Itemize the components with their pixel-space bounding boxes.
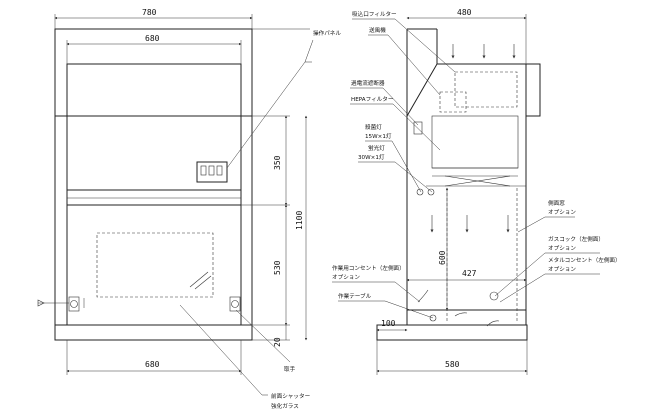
callout-intake-filter: 吸込口フィルター: [352, 10, 397, 18]
callout-fluorescent-lamp: 蛍光灯: [368, 144, 385, 152]
callout-metal-outlet-option: オプション: [548, 266, 576, 273]
glass-reflection-1: [189, 271, 209, 288]
callout-side-window-option: オプション: [548, 209, 576, 216]
side-base: [376, 324, 528, 341]
front-work-opening: [66, 204, 242, 326]
left-side-marker-icon: [37, 299, 45, 307]
breaker-icon: [413, 121, 423, 135]
control-panel-switch-1: [200, 165, 207, 176]
dim-overall-width: 780: [142, 8, 157, 17]
right-handle-icon: [229, 296, 241, 312]
callout-germicidal-lamp: 殺菌灯: [365, 123, 382, 131]
faucet-icon-3: [486, 320, 500, 327]
callout-metal-outlet: メタルコンセント（左側面）: [548, 256, 621, 264]
intake-filter-shape: [454, 71, 518, 108]
dim-height-lower: 530: [273, 260, 282, 275]
callout-gas-cock-option: オプション: [548, 245, 576, 252]
front-view: 780 680 680 350 530 20 1100 操作パネル 取手 前面シ…: [37, 8, 341, 410]
dim-height-base: 20: [273, 337, 282, 347]
callout-blower: 送風機: [369, 26, 386, 34]
callout-front-shutter: 前面シャッター: [271, 392, 311, 400]
dim-inner-width: 680: [145, 34, 160, 43]
gas-cock-icon: [489, 291, 499, 301]
callout-shutter-glass: 強化ガラス: [271, 402, 299, 410]
hepa-filter-shape: [431, 115, 519, 169]
callout-side-window: 側面窓: [548, 199, 565, 207]
blower-shape: [439, 91, 467, 113]
callout-fluorescent-spec: 30W×1灯: [358, 153, 385, 161]
faucet-icon-1: [417, 289, 429, 303]
dim-bottom-width: 680: [145, 360, 160, 369]
dim-top-depth: 480: [457, 8, 472, 17]
front-top-hood: [66, 63, 242, 117]
dim-overall-height: 1100: [295, 211, 304, 230]
metal-outlet-icon: [429, 314, 437, 322]
dim-base-depth: 580: [445, 360, 460, 369]
left-handle-icon: [68, 296, 80, 312]
callout-hepa-filter: HEPAフィルター: [351, 95, 394, 103]
callout-handle: 取手: [284, 365, 296, 373]
dim-work-depth: 427: [462, 269, 477, 278]
glass-reflection-2: [194, 275, 212, 290]
dim-work-height: 600: [438, 250, 447, 265]
front-shutter-glass: [96, 232, 214, 298]
callout-work-outlet: 作業用コンセント（左側面）: [332, 264, 405, 272]
callout-gas-cock: ガスコック（左側面）: [548, 235, 604, 243]
airflow-arrows: [430, 44, 516, 233]
callout-work-outlet-option: オプション: [332, 274, 360, 281]
control-panel-switch-2: [208, 165, 215, 176]
control-panel-switch-3: [216, 165, 223, 176]
side-view: 480 600 427 100 580 吸込口フィルター 送風機 過電流遮断器 …: [332, 8, 621, 375]
callout-control-panel: 操作パネル: [313, 29, 341, 37]
faucet-icon-2: [454, 312, 468, 317]
callout-damper: 過電流遮断器: [351, 79, 385, 87]
front-cabinet-outline: [54, 28, 253, 341]
dim-table-offset: 100: [381, 319, 396, 328]
outlet-icon-2: [427, 188, 435, 196]
side-cabinet-outline: [406, 29, 541, 326]
control-panel: [196, 161, 228, 183]
outlet-icon-1: [416, 188, 424, 196]
dim-height-upper: 350: [273, 155, 282, 170]
callout-germicidal-spec: 15W×1灯: [365, 132, 392, 140]
callout-work-table: 作業テーブル: [338, 292, 372, 300]
